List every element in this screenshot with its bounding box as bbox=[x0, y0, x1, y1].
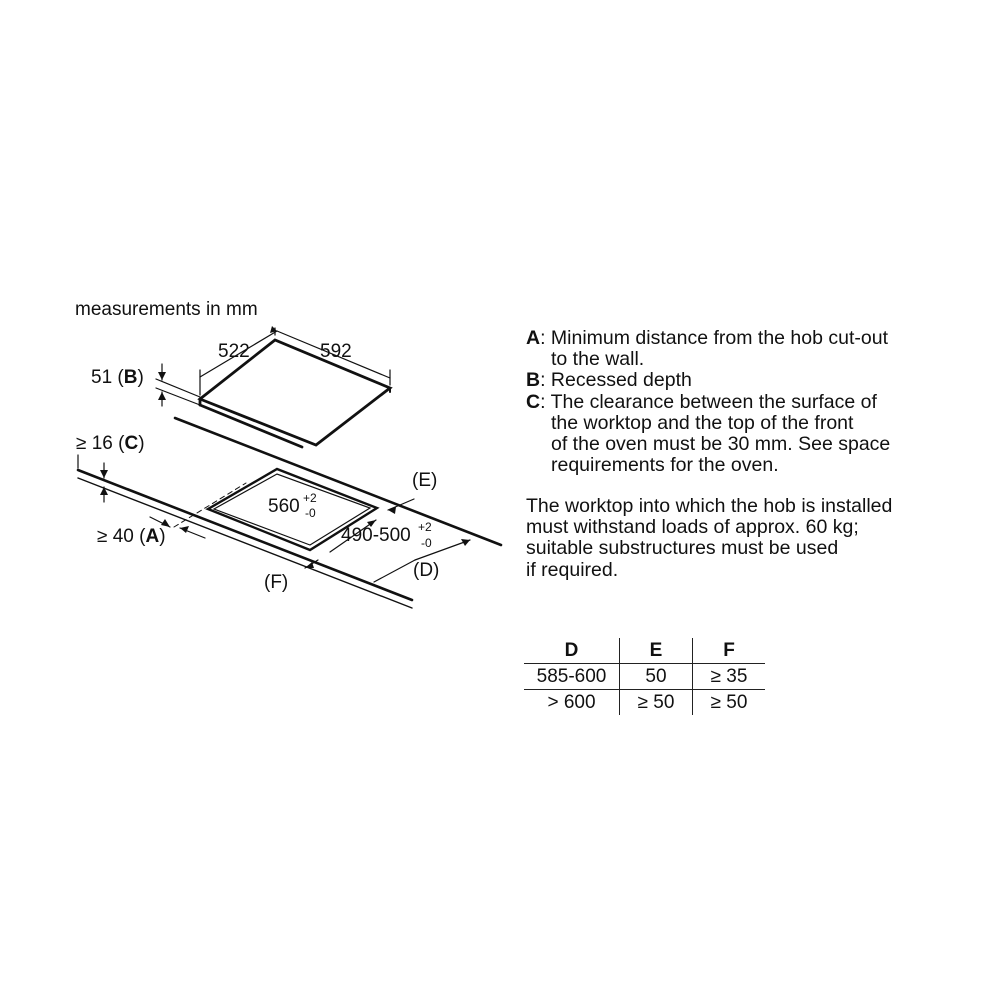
clearance-c-sym: ≥ bbox=[76, 433, 87, 454]
legend-notes: A: Minimum distance from the hob cut-out… bbox=[526, 327, 986, 477]
dimension-table: D E F 585-600 50 ≥ 35 > 600 ≥ 50 ≥ 50 bbox=[524, 638, 765, 715]
distance-a-label: ≥ 40 (A) bbox=[97, 526, 166, 547]
recess-letter: B bbox=[123, 367, 138, 388]
label-d: (D) bbox=[413, 560, 440, 581]
cutout-depth-tol-minus: -0 bbox=[421, 536, 432, 550]
hob-width-label: 522 bbox=[218, 341, 250, 362]
note-a-key: A bbox=[526, 327, 541, 349]
note-a-cont-1: to the wall. bbox=[551, 348, 645, 371]
clearance-c-label: ≥ 16 (C) bbox=[76, 433, 145, 454]
distance-a-letter: A bbox=[145, 526, 160, 547]
note-a-text: : Minimum distance from the hob cut-out bbox=[540, 327, 888, 349]
label-e: (E) bbox=[412, 470, 438, 491]
note-b: B: Recessed depth bbox=[526, 370, 986, 391]
table-cell: 50 bbox=[619, 663, 693, 690]
requirement-line-2: must withstand loads of approx. 60 kg; bbox=[526, 516, 859, 539]
table-cell: ≥ 50 bbox=[692, 689, 765, 715]
note-c-key: C bbox=[526, 390, 541, 413]
worktop-requirement: The worktop into which the hob is instal… bbox=[526, 495, 986, 581]
table-row: 585-600 50 ≥ 35 bbox=[524, 663, 765, 690]
hob-drawing bbox=[197, 338, 393, 449]
worktop-drawing bbox=[76, 416, 503, 609]
cutout-width-tol-plus: +2 bbox=[303, 491, 317, 505]
clearance-c-value: 16 bbox=[91, 433, 113, 454]
table-cell: > 600 bbox=[524, 689, 620, 715]
hob-depth-label: 592 bbox=[320, 341, 352, 362]
note-c-cont-1: the worktop and the top of the front bbox=[551, 411, 854, 434]
label-f: (F) bbox=[264, 572, 289, 593]
table-header-e: E bbox=[619, 638, 693, 664]
units-note: measurements in mm bbox=[75, 299, 258, 320]
distance-a-value: 40 bbox=[112, 526, 134, 547]
distance-a-sym: ≥ bbox=[97, 526, 108, 547]
cutout-width-label: 560 bbox=[268, 496, 300, 518]
table-cell: ≥ 35 bbox=[692, 663, 765, 690]
clearance-c-letter: C bbox=[124, 433, 139, 454]
arrowheads bbox=[100, 326, 470, 568]
requirement-line-1: The worktop into which the hob is instal… bbox=[526, 495, 893, 517]
recess-label: 51 (B) bbox=[91, 367, 144, 388]
table-header-f: F bbox=[692, 638, 765, 664]
recess-value: 51 bbox=[91, 367, 113, 388]
table-cell: ≥ 50 bbox=[619, 689, 693, 715]
note-c: C: The clearance between the surface of … bbox=[526, 390, 986, 477]
cutout-depth-tol-plus: +2 bbox=[418, 520, 432, 534]
table-header-row: D E F bbox=[524, 638, 765, 664]
note-b-key: B bbox=[526, 369, 541, 392]
note-b-text: : Recessed depth bbox=[540, 369, 692, 392]
note-c-cont-2: of the oven must be 30 mm. See space bbox=[551, 433, 891, 456]
table-header-d: D bbox=[564, 639, 579, 661]
cutout-depth-label: 490-500 bbox=[341, 525, 411, 547]
note-a: A: Minimum distance from the hob cut-out… bbox=[526, 327, 986, 371]
note-c-cont-3: requirements for the oven. bbox=[551, 454, 779, 477]
note-c-text: : The clearance between the surface of bbox=[540, 390, 877, 413]
cutout-width-value: 560 bbox=[268, 496, 300, 517]
requirement-line-3: suitable substructures must be used bbox=[526, 537, 839, 560]
cutout-depth-value: 490-500 bbox=[341, 525, 411, 546]
requirement-line-4: if required. bbox=[526, 558, 619, 581]
table-cell: 585-600 bbox=[524, 663, 620, 690]
table-row: > 600 ≥ 50 ≥ 50 bbox=[524, 689, 765, 715]
cutout-width-tol-minus: -0 bbox=[305, 506, 316, 520]
